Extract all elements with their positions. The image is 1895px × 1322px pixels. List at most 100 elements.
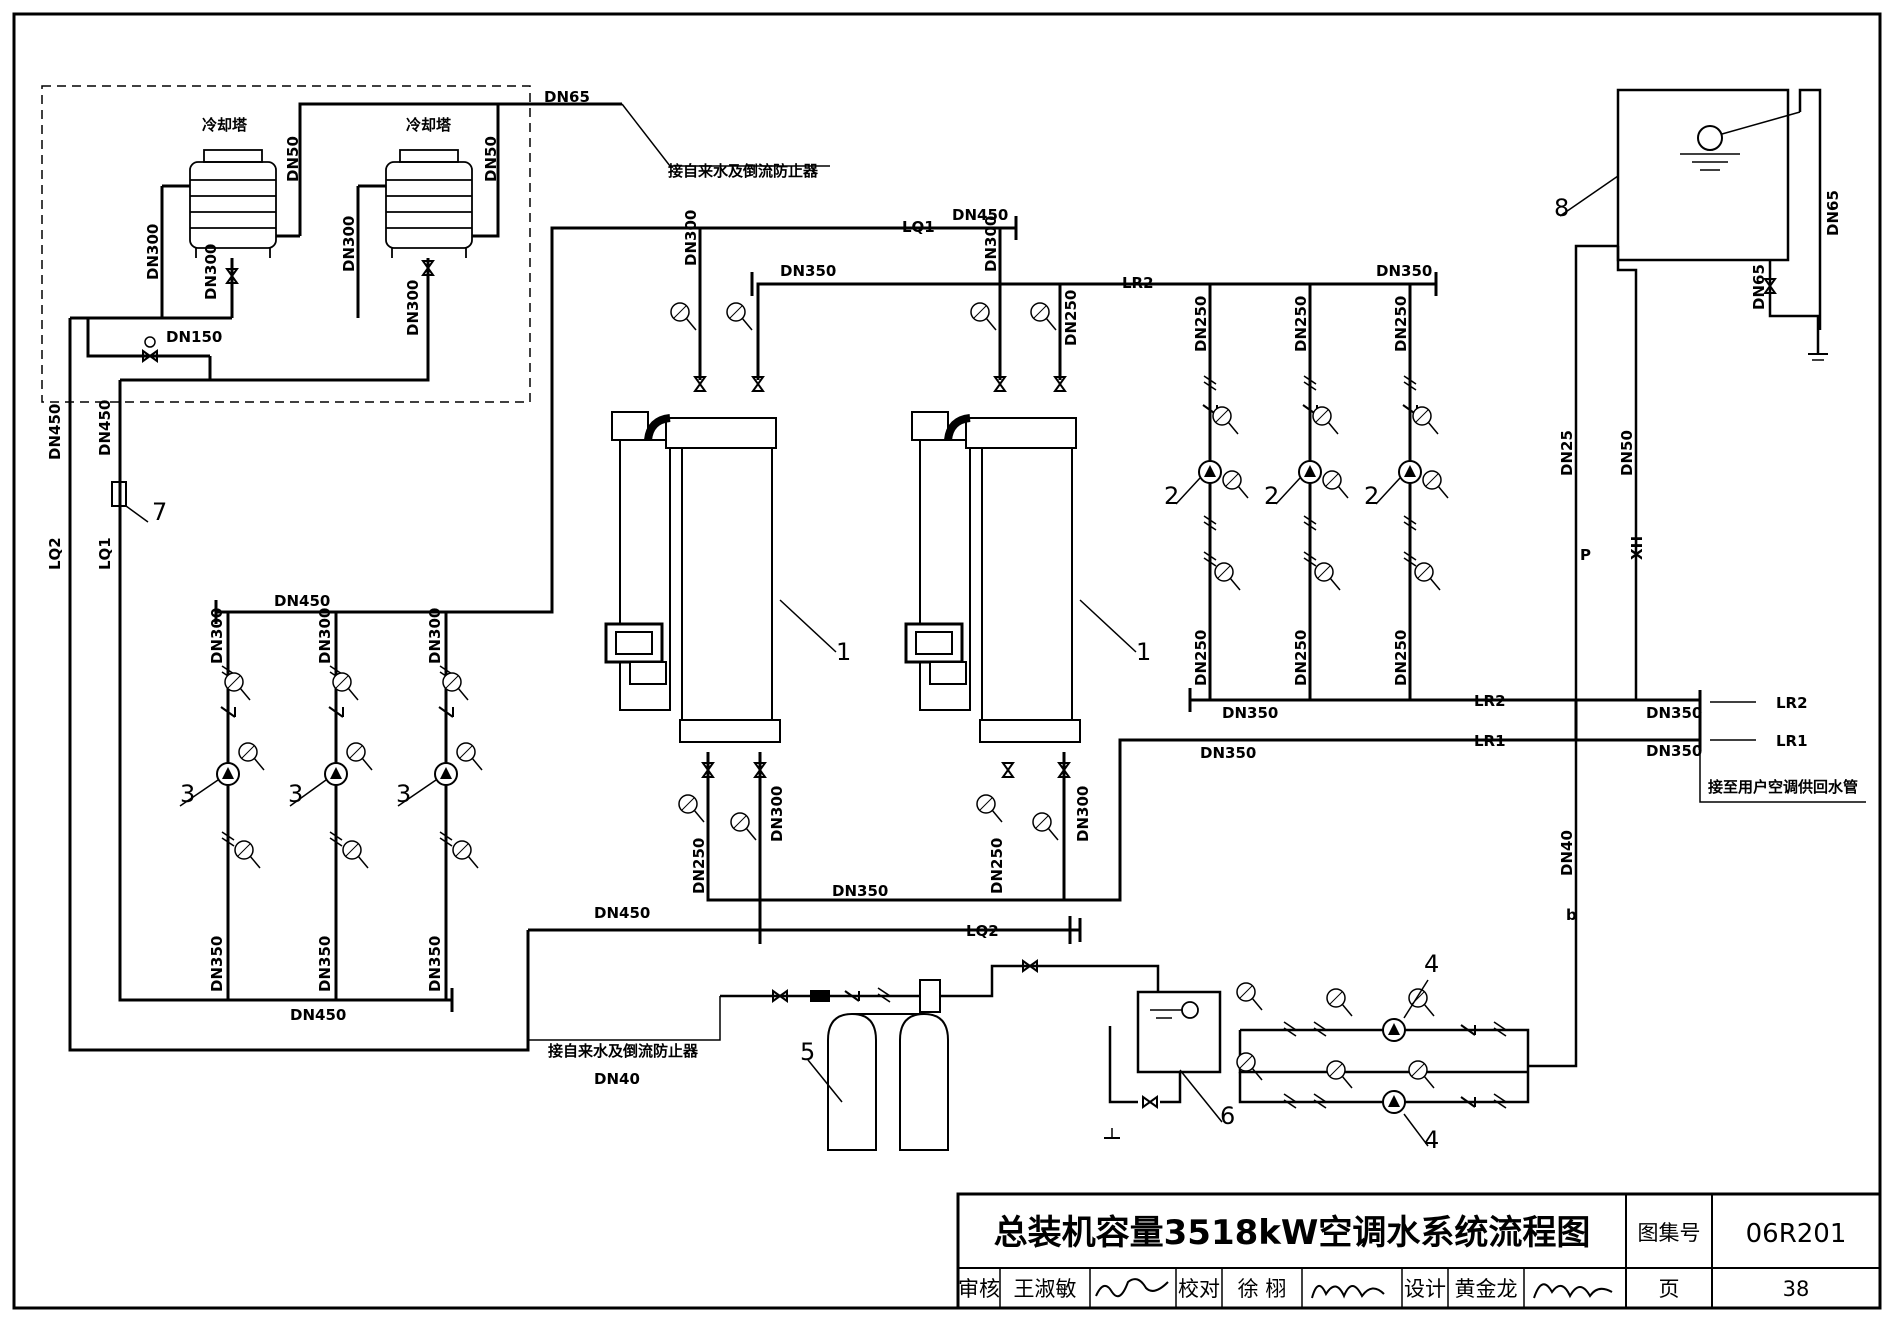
lr2-header-size-right: DN350 xyxy=(1376,262,1432,280)
cooling-pump-3 xyxy=(434,762,458,786)
lr2-collector-size: DN350 xyxy=(1222,704,1278,722)
chilled-pump-3 xyxy=(1398,460,1422,484)
lq1-header-label: LQ1 xyxy=(902,218,935,236)
lr2-header-label: LR2 xyxy=(1122,274,1154,292)
cp1-bottom-size: DN350 xyxy=(208,936,226,992)
bypass-actuator xyxy=(144,336,156,348)
chp3-top-size: DN250 xyxy=(1392,296,1410,352)
makeup-pump-1 xyxy=(1382,1018,1406,1042)
cp2-bottom-size: DN350 xyxy=(316,936,334,992)
lq2-riser-size: DN450 xyxy=(46,404,64,460)
cooling-tower-2 xyxy=(385,149,473,258)
page-label: 页 xyxy=(1659,1277,1680,1301)
chp3-bottom-size: DN250 xyxy=(1392,630,1410,686)
makeup-pump-2 xyxy=(1382,1090,1406,1114)
chp2-top-size: DN250 xyxy=(1292,296,1310,352)
user-lr1-size: DN350 xyxy=(1646,742,1702,760)
bypass-size: DN150 xyxy=(166,328,222,346)
float-ball xyxy=(1697,125,1723,151)
scale-inhibitor xyxy=(111,481,127,507)
makeup-b-label: b xyxy=(1566,906,1577,924)
title-block xyxy=(956,1192,1882,1310)
expansion-piping xyxy=(1528,88,1822,1068)
expansion-xh-label: XH xyxy=(1628,536,1646,560)
chilled-pump-1 xyxy=(1198,460,1222,484)
tower1-supply-size: DN300 xyxy=(144,224,162,280)
note-tap-water-top: 接自来水及倒流防止器 xyxy=(668,162,819,180)
note-tap-water-bottom: 接自来水及倒流防止器 xyxy=(548,1042,699,1060)
chp1-bottom-size: DN250 xyxy=(1192,630,1210,686)
cp3-top-size: DN300 xyxy=(426,608,444,664)
lq1-label-riser: LQ1 xyxy=(96,537,114,570)
ch2-cond-bottom-size: DN300 xyxy=(1074,786,1092,842)
lq1-header-size: DN450 xyxy=(952,206,1008,224)
drawing-frame xyxy=(12,12,1882,1310)
ch2-evap-bottom-size: DN250 xyxy=(988,838,1006,894)
lr1-main-size: DN350 xyxy=(1200,744,1256,762)
check-label: 校对 xyxy=(1178,1277,1220,1301)
page-number: 38 xyxy=(1783,1277,1810,1301)
chp1-top-size: DN250 xyxy=(1192,296,1210,352)
expansion-makeup-size: DN65 xyxy=(1824,190,1842,236)
atlas-no: 06R201 xyxy=(1746,1219,1847,1249)
soft-water-tank xyxy=(1136,990,1222,1074)
cooling-suction-size: DN450 xyxy=(274,592,330,610)
callout-3c: 3 xyxy=(396,780,411,808)
callout-2b: 2 xyxy=(1264,482,1279,510)
chiller-2 xyxy=(904,411,1081,743)
tower2-out-size: DN300 xyxy=(404,280,422,336)
chiller-1 xyxy=(604,411,781,743)
callout-7: 7 xyxy=(152,498,167,526)
cooling-return-size: DN450 xyxy=(290,1006,346,1024)
cp2-top-size: DN300 xyxy=(316,608,334,664)
callout-6: 6 xyxy=(1220,1102,1235,1130)
expansion-p-size: DN25 xyxy=(1558,430,1576,476)
atlas-no-label: 图集号 xyxy=(1638,1221,1701,1245)
lq2-header-size: DN450 xyxy=(594,904,650,922)
lr2-header-size-left: DN350 xyxy=(780,262,836,280)
ch2-evap-top-size: DN250 xyxy=(1062,290,1080,346)
expansion-tank xyxy=(1616,88,1790,262)
checker-name: 徐 栩 xyxy=(1238,1277,1287,1301)
tower2-supply-size: DN300 xyxy=(340,216,358,272)
callout-2a: 2 xyxy=(1164,482,1179,510)
user-lr1-label: LR1 xyxy=(1776,732,1808,750)
chilled-pump-2 xyxy=(1298,460,1322,484)
reviewer-signature xyxy=(1095,1278,1169,1298)
tap-water-size: DN40 xyxy=(594,1070,640,1088)
tower-piping xyxy=(68,102,622,1052)
expansion-xh-size: DN50 xyxy=(1618,430,1636,476)
callout-4a: 4 xyxy=(1424,950,1439,978)
callout-3b: 3 xyxy=(288,780,303,808)
cp3-bottom-size: DN350 xyxy=(426,936,444,992)
tower-makeup-size: DN65 xyxy=(544,88,590,106)
makeup-main-size: DN40 xyxy=(1558,830,1576,876)
reviewer-name: 王淑敏 xyxy=(1014,1277,1077,1301)
callout-5: 5 xyxy=(800,1038,815,1066)
tower1-out-size: DN300 xyxy=(202,244,220,300)
expansion-p-label: P xyxy=(1580,546,1591,564)
lq1-riser-size: DN450 xyxy=(96,400,114,456)
callout-4b: 4 xyxy=(1424,1126,1439,1154)
ch1-cond-bottom-size: DN300 xyxy=(768,786,786,842)
design-label: 设计 xyxy=(1404,1277,1446,1301)
callout-8: 8 xyxy=(1554,194,1569,222)
note-user-supply-return: 接至用户空调供回水管 xyxy=(1708,778,1858,796)
cooling-pump-headers xyxy=(214,226,1016,1012)
expansion-drain-size: DN65 xyxy=(1750,264,1768,310)
user-lr2-size: DN350 xyxy=(1646,704,1702,722)
lr2-main-label: LR2 xyxy=(1474,692,1506,710)
tower1-in-size: DN50 xyxy=(284,136,302,182)
review-label: 审核 xyxy=(958,1277,1000,1301)
designer-name: 黄金龙 xyxy=(1455,1277,1518,1301)
callout-2c: 2 xyxy=(1364,482,1379,510)
callout-1b: 1 xyxy=(1136,638,1151,666)
user-lr2-label: LR2 xyxy=(1776,694,1808,712)
lq2-label-riser: LQ2 xyxy=(46,537,64,570)
cooling-pump-1 xyxy=(216,762,240,786)
checker-signature xyxy=(1311,1285,1385,1299)
cooling-tower-1 xyxy=(189,149,277,258)
ch2-cond-top-size: DN300 xyxy=(982,216,1000,272)
tower-label-2: 冷却塔 xyxy=(406,116,452,134)
chilled-pump-piping xyxy=(1188,284,1702,750)
